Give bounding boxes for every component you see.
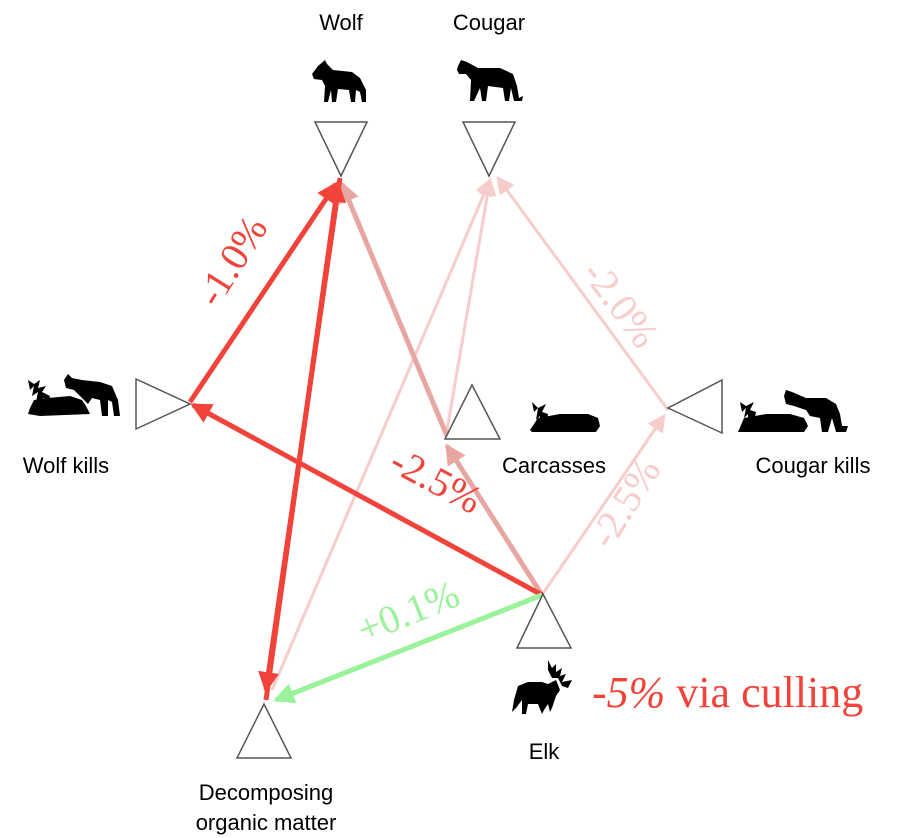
wolf-silhouette-icon (312, 60, 366, 102)
node-triangles (135, 121, 723, 759)
edge-elk-to-wolf-kills (190, 402, 544, 598)
decomposing-label-line2: organic matter (196, 810, 337, 835)
effect-label-wolf-kills-to-wolf: -1.0% (187, 208, 276, 314)
edge-carcasses-to-wolf (339, 181, 450, 437)
elk-node (515, 592, 573, 649)
edge-elk-to-cougar-kills (540, 413, 666, 596)
elk-label: Elk (529, 739, 561, 764)
strong-edges (187, 177, 544, 701)
wolf-node (313, 121, 369, 178)
edge-elk-to-decomposing (273, 592, 543, 704)
edge-elk-to-carcasses (444, 443, 545, 597)
carcasses-node (443, 383, 502, 440)
weak-edges (270, 175, 670, 691)
bull-elk-silhouette-icon (512, 660, 572, 714)
cougar-on-carcass-icon (738, 390, 848, 432)
edge-decomposing-to-wolf (263, 180, 346, 701)
wolf-kills-node (135, 377, 192, 431)
cougar-kills-node (666, 378, 723, 435)
culling-text: via culling (665, 668, 863, 717)
wolf-on-carcass-icon (28, 374, 120, 416)
cougar-silhouette-icon (457, 60, 523, 101)
cougar-label: Cougar (453, 10, 525, 35)
wolf-kills-label: Wolf kills (23, 453, 109, 478)
effect-label-elk-to-decomposing: +0.1% (350, 571, 465, 652)
edge-wolf-kills-to-wolf (187, 181, 339, 404)
elk-carcass-icon (530, 402, 600, 432)
decomposing-label-line1: Decomposing (199, 780, 334, 805)
edge-cougar-kills-to-cougar (496, 175, 670, 411)
decomposing-node (235, 702, 293, 759)
cougar-kills-label: Cougar kills (756, 453, 871, 478)
wolf-label: Wolf (319, 10, 363, 35)
edge-carcasses-to-cougar (444, 177, 497, 437)
medium-edges (339, 181, 545, 597)
edge-decomposing-to-cougar (270, 177, 493, 691)
carcasses-label: Carcasses (502, 453, 606, 478)
effect-label-cougar-kills-to-cougar: -2.0% (574, 252, 668, 356)
culling-intervention-label: -5% via culling (592, 668, 863, 717)
culling-amount: -5% (592, 668, 665, 717)
effect-label-elk-to-wolf-kills: -2.5% (383, 438, 489, 523)
cougar-node (461, 121, 517, 178)
